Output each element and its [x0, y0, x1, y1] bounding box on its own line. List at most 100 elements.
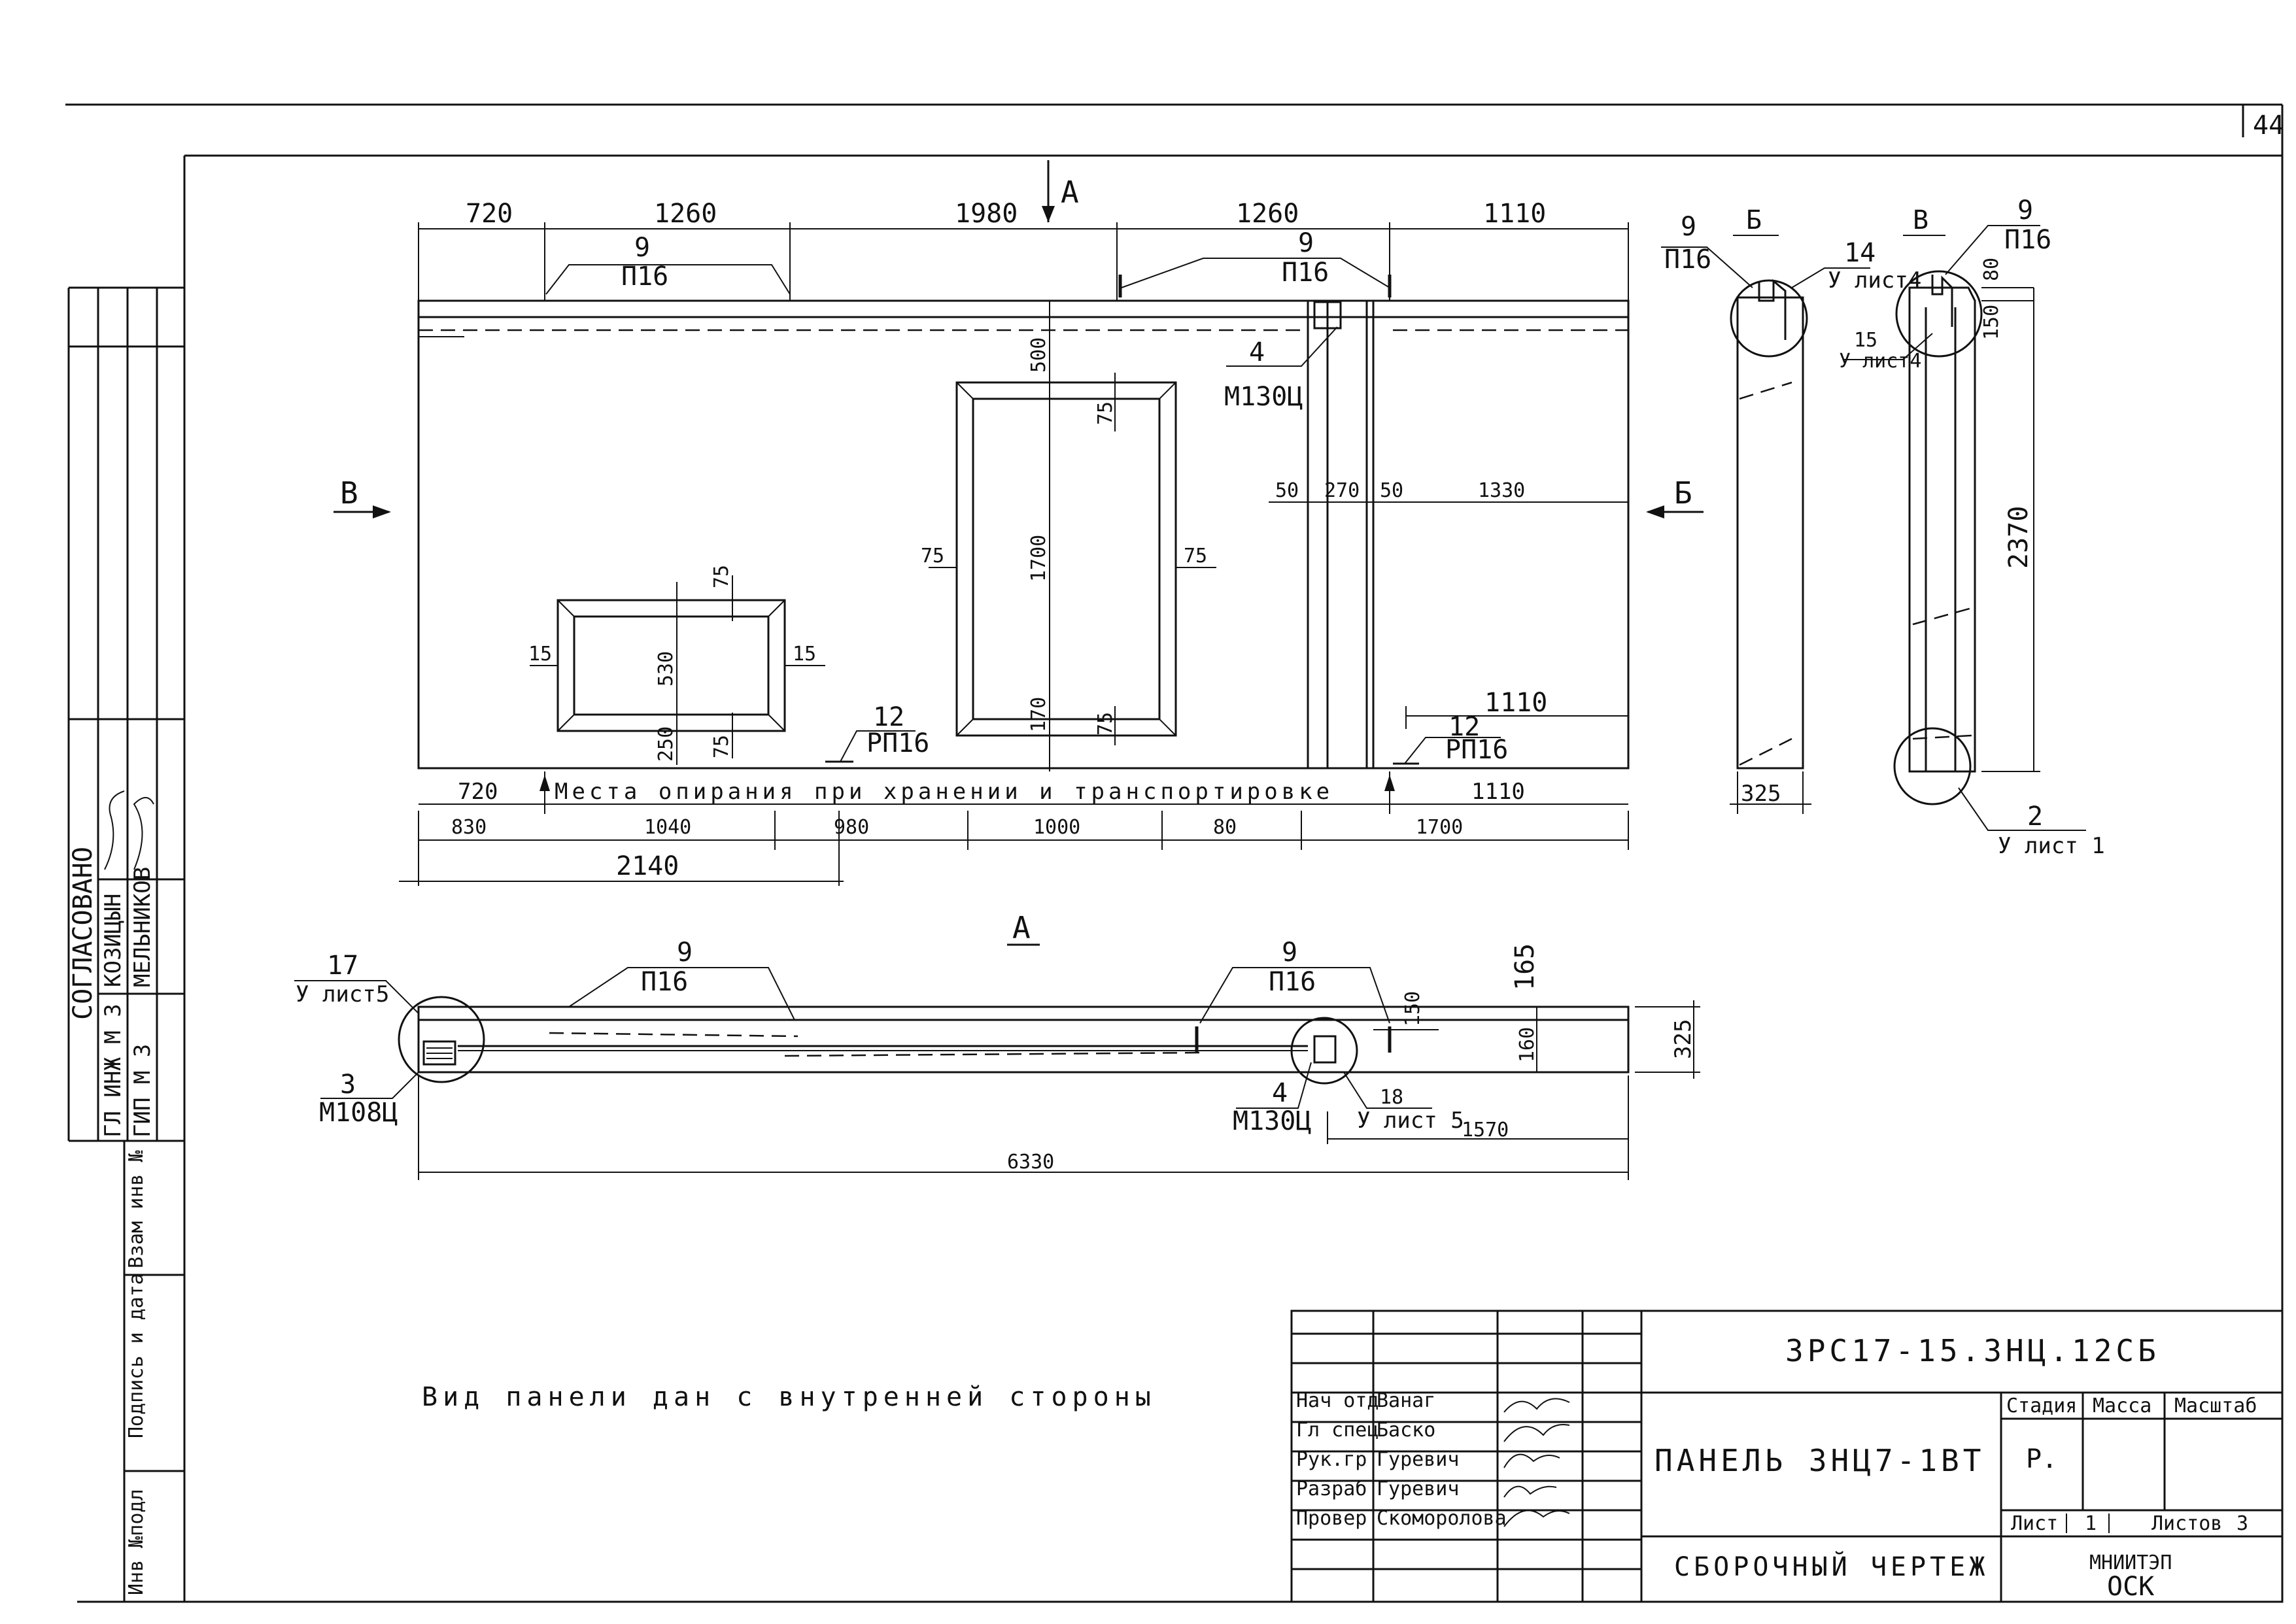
sheet-label: Лист	[2011, 1512, 2058, 1535]
side-b-width: 325	[1741, 781, 1781, 807]
inv-orig-label: Инв №подл	[125, 1489, 148, 1595]
dim-bottom-4: 1000	[1033, 816, 1080, 839]
side-v-label: В	[1913, 205, 1928, 235]
dim-right-1110: 1110	[1484, 688, 1547, 718]
org-line-2: ОСК	[2107, 1572, 2154, 1602]
dim-bottom-2: 1040	[644, 816, 691, 839]
dim-top-2: 1260	[654, 199, 717, 229]
side-b-outline	[1736, 296, 1804, 770]
side-v-bottom-circle	[1893, 727, 1972, 805]
approval-strip: СОГЛАСОВАНО ГЛ ИНЖ М 3 ГИП М 3 КОЗИЦЫН М…	[67, 286, 184, 1602]
loop-mark-left: П16	[621, 262, 668, 292]
dim-bottom-6: 1700	[1416, 816, 1463, 839]
page-number: 44	[2253, 110, 2284, 141]
side-v-height: 2370	[2004, 506, 2034, 569]
side-v-loop-mark: П16	[2004, 225, 2051, 255]
dim-large-height: 1700	[1027, 535, 1050, 582]
dim-small-frame-top: 75	[710, 565, 733, 588]
loop-count-right: 9	[1298, 228, 1314, 258]
dim-bottom-1: 830	[451, 816, 487, 839]
section-v-arrow: В	[340, 475, 358, 511]
plan-a-loop-count-right: 9	[1282, 938, 1297, 968]
staff-role-5: Провер	[1296, 1507, 1367, 1530]
loop-count-left: 9	[634, 233, 650, 263]
support-right: 1110	[1471, 779, 1525, 805]
stage-value: Р.	[2026, 1444, 2057, 1474]
plan-a-loop-count-left: 9	[677, 938, 693, 968]
rp-count-left: 12	[873, 702, 904, 732]
plan-a-dim-325: 325	[1670, 1019, 1696, 1059]
dim-mid-1: 50	[1275, 479, 1299, 502]
staff-role-2: Гл спец	[1296, 1419, 1379, 1442]
scale-label: Масштаб	[2174, 1395, 2257, 1417]
plan-a-ref4-mark: М130Ц	[1233, 1106, 1311, 1136]
side-v-top-circle	[1895, 270, 1983, 358]
section-b-arrow: Б	[1674, 475, 1692, 511]
sidebar-signatures	[104, 790, 154, 870]
side-v-ref2-sheet: У лист 1	[1998, 833, 2105, 859]
plan-a-ref17-sheet: У лист5	[296, 981, 389, 1007]
panel-view-note: Вид панели дан с внутренней стороны	[422, 1382, 1156, 1412]
sidebar-name-2: МЕЛЬНИКОВ	[129, 867, 156, 987]
dim-small-height: 530	[655, 651, 677, 686]
staff-role-1: Нач отд	[1296, 1389, 1379, 1412]
sidebar-role-2: ГИП М 3	[129, 1044, 156, 1138]
plan-view-a: А 9 П16 9 П16 17 У лист5 3 М108Ц 4 М130Ц…	[294, 910, 1700, 1180]
side-b-label: Б	[1746, 205, 1762, 235]
org-line-1: МНИИТЭП	[2089, 1551, 2172, 1574]
embed-mark: М130Ц	[1224, 382, 1303, 412]
staff-role-4: Разраб	[1296, 1478, 1367, 1500]
plan-a-loop-mark-left: П16	[641, 967, 688, 997]
dim-small-side-right: 15	[793, 643, 816, 666]
window-large-outer	[955, 381, 1177, 737]
side-b-ref-sheet: У лист4	[1828, 267, 1921, 294]
staff-name-1: Ванаг	[1377, 1389, 1435, 1412]
plan-a-left-circle	[398, 996, 485, 1083]
plan-a-dim-165: 165	[1510, 943, 1540, 990]
rp-mark-left: РП16	[866, 728, 929, 758]
window-large-inner	[972, 398, 1161, 720]
support-left: 720	[458, 779, 498, 805]
dim-bottom-3: 980	[834, 816, 869, 839]
section-a-top: А	[1061, 175, 1079, 210]
dim-small-frame-bottom: 75	[710, 735, 733, 758]
dim-small-bottom: 250	[655, 726, 677, 762]
dim-mid-3: 50	[1380, 479, 1403, 502]
dim-large-top: 500	[1027, 337, 1050, 373]
side-view-v: В 9 П16 80 150 2370 15 У лист4 2 У лист …	[1839, 195, 2105, 859]
embed-count: 4	[1249, 337, 1265, 367]
dim-large-bottom: 170	[1027, 697, 1050, 732]
plan-a-ref4: 4	[1272, 1078, 1288, 1108]
plan-a-label: А	[1012, 910, 1031, 945]
side-v-dim-80: 80	[1980, 258, 2003, 281]
dim-top-5: 1110	[1483, 199, 1546, 229]
plan-a-dim-1570: 1570	[1462, 1119, 1509, 1142]
plan-a-ref18: 18	[1380, 1086, 1403, 1109]
staff-name-4: Гуревич	[1377, 1478, 1459, 1500]
side-v-ref-sheet: У лист4	[1839, 350, 1921, 373]
side-b-loop-count: 9	[1681, 212, 1696, 242]
sheets-label: Листов	[2151, 1512, 2222, 1535]
window-small-inner	[573, 615, 770, 716]
plan-a-dim-6330: 6330	[1007, 1151, 1054, 1174]
sheet-value: 1	[2085, 1512, 2097, 1535]
document-code: 3РС17-15.3НЦ.12СБ	[1785, 1333, 2160, 1368]
plan-a-right-circle	[1290, 1017, 1358, 1085]
side-v-ref-count: 15	[1854, 329, 1877, 352]
sheets-value: 3	[2236, 1512, 2248, 1535]
plan-a-ref18-sheet: У лист 5	[1357, 1108, 1464, 1134]
embed-plate-front	[1313, 301, 1342, 330]
stage-label: Стадия	[2006, 1395, 2077, 1417]
plan-a-dim-160: 160	[1516, 1027, 1539, 1062]
side-v-ref2-count: 2	[2027, 802, 2043, 832]
plan-a-ref17: 17	[327, 951, 358, 981]
plan-a-outline	[417, 1006, 1630, 1074]
rp-count-right: 12	[1448, 712, 1480, 742]
inv-replace-label: Взам инв №	[125, 1150, 148, 1268]
front-view: 500 1700 170 75 75 75 75 530 250 75 75 1…	[334, 160, 1704, 886]
plan-a-ref3: 3	[340, 1070, 356, 1100]
dim-large-frame-top: 75	[1094, 401, 1117, 425]
side-v-loop-count: 9	[2017, 195, 2033, 226]
staff-role-3: Рук.гр	[1296, 1448, 1367, 1471]
